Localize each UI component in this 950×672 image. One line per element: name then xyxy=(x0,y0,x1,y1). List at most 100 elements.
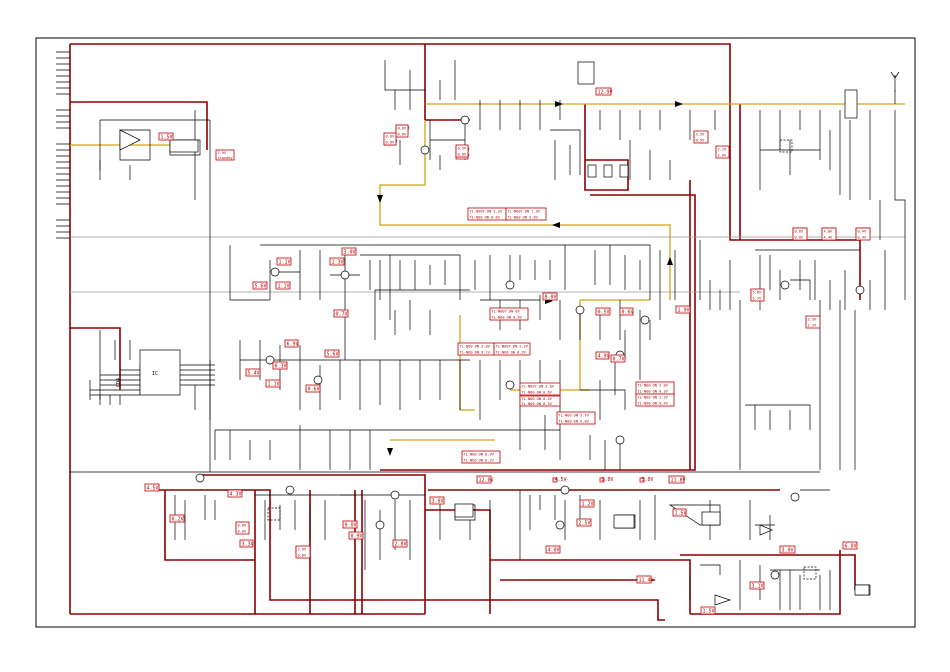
band-label: 0.6V0.6V xyxy=(792,227,808,241)
svg-text:0.5V: 0.5V xyxy=(598,309,610,315)
svg-text:1.1V: 1.1V xyxy=(279,259,291,265)
voltage-label: 2.8V xyxy=(392,539,408,547)
band-label: 0.6V0.6V xyxy=(235,521,250,535)
svg-text:2.5V: 2.5V xyxy=(579,520,591,526)
power-rails xyxy=(69,43,861,621)
svg-text:0.6V: 0.6V xyxy=(238,524,247,528)
svg-text:2.6V: 2.6V xyxy=(718,154,727,158)
left-ic-body xyxy=(139,349,181,396)
voltage-label: 1.2V xyxy=(579,499,595,507)
voltage-label: 12.0V xyxy=(476,475,494,483)
drawing-frame xyxy=(35,37,916,628)
svg-text:TL-NO0 ON 0.6V: TL-NO0 ON 0.6V xyxy=(470,216,501,220)
voltage-label: 3.0V xyxy=(779,545,796,553)
svg-text:TL-NO0 ON 0.6V: TL-NO0 ON 0.6V xyxy=(522,391,553,395)
voltage-label: 6.9V xyxy=(284,339,299,347)
svg-text:12.9V: 12.9V xyxy=(598,89,613,95)
svg-text:TL-NO0 ON 0.3V: TL-NO0 ON 0.3V xyxy=(496,351,527,355)
svg-text:0.9V: 0.9V xyxy=(351,533,363,539)
voltage-label: 4.9V xyxy=(595,351,610,359)
svg-text:0.5V: 0.5V xyxy=(458,147,467,151)
band-label: 0.6V 0.6V xyxy=(383,132,397,146)
left-ic-side-label: CD4 xyxy=(116,378,122,387)
voltage-label: 1.1V xyxy=(275,281,291,289)
svg-text:0.5V: 0.5V xyxy=(696,139,705,143)
voltage-label: 4.5V xyxy=(144,483,160,491)
svg-text:0.6V: 0.6V xyxy=(622,309,634,315)
svg-text:2.5V: 2.5V xyxy=(808,318,817,322)
voltage-label: 0.6V xyxy=(619,307,634,315)
svg-text:3.1V: 3.1V xyxy=(752,583,764,589)
svg-text:2.1V: 2.1V xyxy=(718,148,727,152)
voltage-label: 6.0V xyxy=(842,541,858,549)
svg-text:0.7V: 0.7V xyxy=(336,311,348,317)
voltage-label: 4.5V xyxy=(552,477,567,483)
voltage-label: 5.6V xyxy=(324,349,340,357)
svg-text:1.2V: 1.2V xyxy=(582,501,594,507)
svg-text:1.9V: 1.9V xyxy=(678,307,690,313)
voltage-label: 8.0V xyxy=(542,292,558,300)
svg-text:0.6V: 0.6V xyxy=(386,135,395,139)
band-label: 0.5V 0.6V xyxy=(455,144,469,158)
svg-text:TL-NO07 ON 3.0V: TL-NO07 ON 3.0V xyxy=(522,385,555,389)
svg-text:3.0V: 3.0V xyxy=(344,249,356,255)
components xyxy=(119,61,900,606)
left-ic-label: IC xyxy=(152,371,158,377)
voltage-label: 1.9V xyxy=(675,305,691,313)
band-label: 2.5V2.1V xyxy=(805,315,821,329)
svg-text:11.4V: 11.4V xyxy=(639,577,654,583)
svg-text:2.9V: 2.9V xyxy=(298,548,307,552)
voltage-label: 0.2V xyxy=(169,514,185,522)
svg-text:3.3V: 3.3V xyxy=(242,541,254,547)
svg-text:4.5V: 4.5V xyxy=(147,485,159,491)
voltage-label: 4.3V xyxy=(227,489,243,497)
voltage-label: 0.3V xyxy=(272,361,288,369)
svg-text:1.5V: 1.5V xyxy=(703,608,715,614)
svg-text:TL-NO0 ON 2.0V: TL-NO0 ON 2.0V xyxy=(460,345,491,349)
svg-text:0.7V: 0.7V xyxy=(613,356,625,362)
svg-text:8.0V: 8.0V xyxy=(545,294,557,300)
svg-text:11.8V: 11.8V xyxy=(671,477,686,483)
voltage-label: 1.5V xyxy=(672,508,687,516)
svg-text:TL-NO0 ON 0.3V: TL-NO0 ON 0.3V xyxy=(522,402,553,406)
svg-text:TL-NO0 ON 0.9V: TL-NO0 ON 0.9V xyxy=(464,453,495,457)
svg-text:TL-NO07 ON 0V: TL-NO07 ON 0V xyxy=(492,310,521,314)
voltage-label: 1.1V xyxy=(265,379,281,387)
voltage-label: 3.0V xyxy=(639,477,654,483)
svg-text:12.0V: 12.0V xyxy=(479,477,494,483)
band-label: 0.4V0.4V xyxy=(855,227,871,241)
svg-text:4.0V: 4.0V xyxy=(824,230,833,234)
svg-text:0.6V: 0.6V xyxy=(458,153,467,157)
svg-text:0.6V: 0.6V xyxy=(795,230,804,234)
mode-label: TL-NO07 ON 2.2V TL-NO0 ON 0.3V xyxy=(493,342,531,356)
svg-text:TL-NO0 ON 0.4V: TL-NO0 ON 0.4V xyxy=(638,402,669,406)
svg-text:6.9V: 6.9V xyxy=(287,341,299,347)
svg-text:TL-NO0 ON 0.3V: TL-NO0 ON 0.3V xyxy=(638,390,669,394)
svg-text:TL-NO07 ON 2.2V: TL-NO07 ON 2.2V xyxy=(496,345,529,349)
band-label: 4.0V 4.4V xyxy=(821,227,837,241)
svg-text:3.0V: 3.0V xyxy=(432,498,444,504)
voltage-label: 1.5V xyxy=(700,606,716,614)
svg-text:0.6V: 0.6V xyxy=(308,386,320,392)
voltage-label: 5.4V xyxy=(245,368,261,376)
wiring xyxy=(56,51,906,610)
svg-text:0.4V: 0.4V xyxy=(858,236,867,240)
voltage-label: 3.0V xyxy=(429,496,445,504)
voltage-label: 0.9V xyxy=(348,531,364,539)
svg-text:4.4V: 4.4V xyxy=(824,236,833,240)
svg-text:5.6V: 5.6V xyxy=(255,283,267,289)
svg-text:2.8V: 2.8V xyxy=(395,541,407,547)
svg-text:TL-NO0 ON 0.6V: TL-NO0 ON 0.6V xyxy=(492,316,523,320)
svg-text:0.6V: 0.6V xyxy=(386,141,395,145)
voltage-label: 1.5V xyxy=(158,132,174,140)
svg-text:1.5V: 1.5V xyxy=(161,134,173,140)
svg-text:3.0V: 3.0V xyxy=(642,477,654,483)
svg-text:4.5V: 4.5V xyxy=(555,477,567,483)
band-label: 2.9V0.6V xyxy=(295,545,311,559)
